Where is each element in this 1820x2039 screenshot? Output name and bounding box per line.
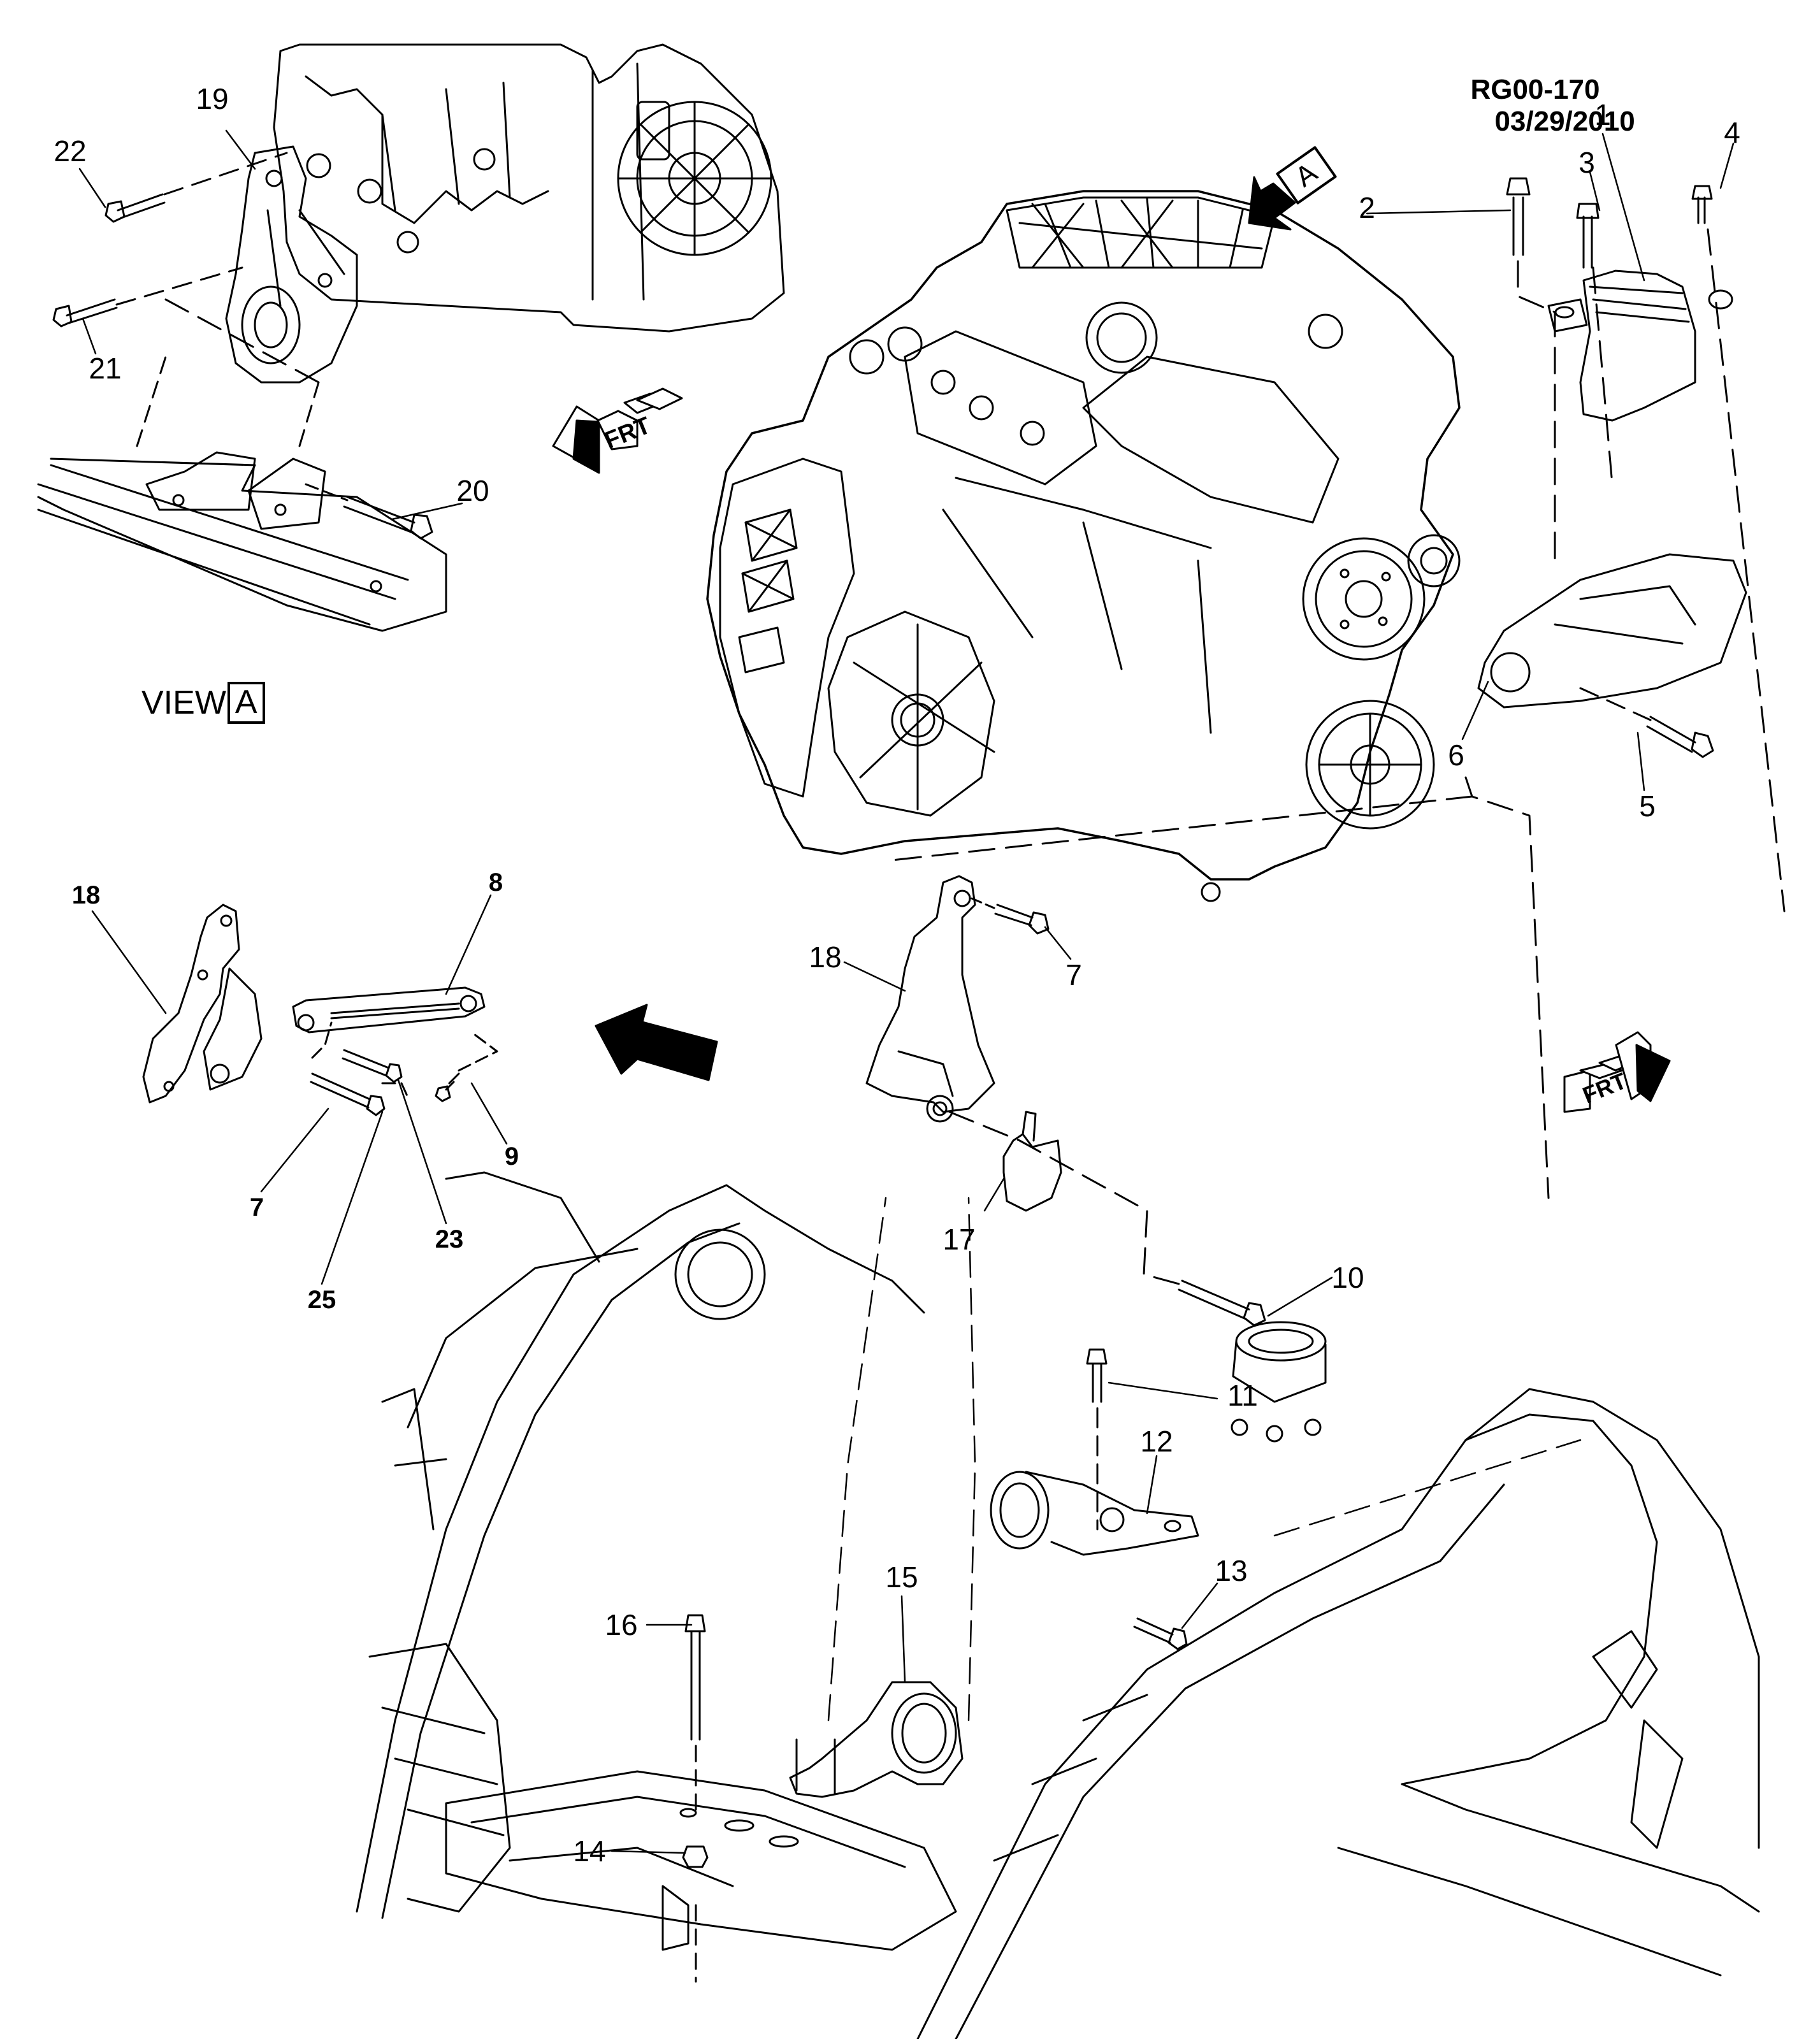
- engine-transmission-assembly: [706, 190, 1461, 902]
- callout-19[interactable]: 19: [196, 82, 229, 115]
- callout-12[interactable]: 12: [1140, 1425, 1173, 1458]
- callout-15[interactable]: 15: [885, 1560, 918, 1594]
- callout-11[interactable]: 11: [1227, 1379, 1258, 1412]
- callout-17[interactable]: 17: [942, 1223, 976, 1256]
- bolt-16: [684, 1614, 706, 1983]
- callout-16[interactable]: 16: [605, 1608, 638, 1641]
- front-indicator-right: FRT: [1563, 1031, 1671, 1113]
- crank-pulley: [1302, 537, 1426, 661]
- leaders-center-group: [843, 926, 1333, 1317]
- leaders-mount-12: [1108, 1381, 1582, 1629]
- callout-4[interactable]: 4: [1724, 116, 1740, 149]
- rear-mount-15: [789, 1681, 964, 1798]
- callout-13[interactable]: 13: [1215, 1554, 1248, 1587]
- callout-20[interactable]: 20: [456, 474, 489, 507]
- callout-1[interactable]: 1: [1594, 98, 1611, 131]
- leaders-view-a: [78, 129, 463, 521]
- bracket-18-center: [865, 875, 995, 1123]
- callout-25[interactable]: 25: [307, 1286, 336, 1314]
- mount-dashed-lines: [891, 776, 1550, 1199]
- illustration-date: 03/29/2010: [1494, 106, 1635, 137]
- leaders-right-group: [1366, 133, 1735, 791]
- illustration-header: RG00-170 03/29/2010: [1437, 42, 1635, 138]
- callout-10[interactable]: 10: [1331, 1261, 1364, 1294]
- nut-14: [682, 1845, 709, 1868]
- view-a-engine-block-partial: [273, 43, 785, 333]
- view-label-text: VIEW: [141, 684, 226, 721]
- bolt-10: [948, 1111, 1266, 1327]
- callout-6[interactable]: 6: [1448, 739, 1464, 772]
- accessory-pulley: [1305, 700, 1435, 830]
- callout-18-left[interactable]: 18: [71, 881, 101, 909]
- engine-mount-1: [1547, 270, 1733, 422]
- callout-7-left[interactable]: 7: [249, 1193, 264, 1221]
- leaders-rear-mount: [610, 1197, 976, 1854]
- illustration-id: RG00-170: [1470, 74, 1600, 105]
- callout-8[interactable]: 8: [488, 868, 503, 897]
- callout-2[interactable]: 2: [1359, 191, 1375, 224]
- direction-arrow: [595, 1004, 718, 1081]
- bolt-20: [305, 483, 433, 540]
- bolts-left-group: [310, 1021, 498, 1116]
- bolt-11: [1086, 1348, 1108, 1531]
- bolt-21: [52, 266, 243, 328]
- leaders-left-group: [91, 894, 508, 1285]
- view-arrow-a: A: [1248, 146, 1337, 231]
- callout-21[interactable]: 21: [89, 352, 122, 385]
- bolt-22: [105, 152, 288, 223]
- view-ref-box: A: [227, 682, 265, 724]
- bracket-18-left: [142, 904, 263, 1104]
- bolt-7-center: [971, 897, 1050, 935]
- bolts-2-3-4: [1506, 177, 1786, 912]
- view-a-mount-bracket-19: [225, 145, 358, 384]
- callout-3[interactable]: 3: [1578, 146, 1595, 179]
- callout-9[interactable]: 9: [504, 1142, 519, 1171]
- bolt-5: [1579, 687, 1714, 758]
- callout-7-center[interactable]: 7: [1065, 958, 1082, 991]
- view-a-label: VIEW A: [141, 682, 265, 724]
- callout-23[interactable]: 23: [435, 1225, 464, 1253]
- front-indicator-left: FRT: [552, 387, 683, 474]
- callout-18-center[interactable]: 18: [809, 940, 842, 974]
- torque-strut-8: [292, 986, 486, 1034]
- callout-14[interactable]: 14: [573, 1834, 606, 1868]
- shield-17: [1002, 1111, 1062, 1212]
- callout-5[interactable]: 5: [1639, 789, 1656, 823]
- mount-bracket-6: [1477, 553, 1747, 709]
- bolt-13: [1133, 1617, 1188, 1650]
- chassis-subframe: [356, 1171, 1760, 2039]
- view-a-crossmember: [37, 298, 447, 632]
- transmission-mount-12: [990, 1471, 1199, 1556]
- callout-22[interactable]: 22: [54, 134, 87, 168]
